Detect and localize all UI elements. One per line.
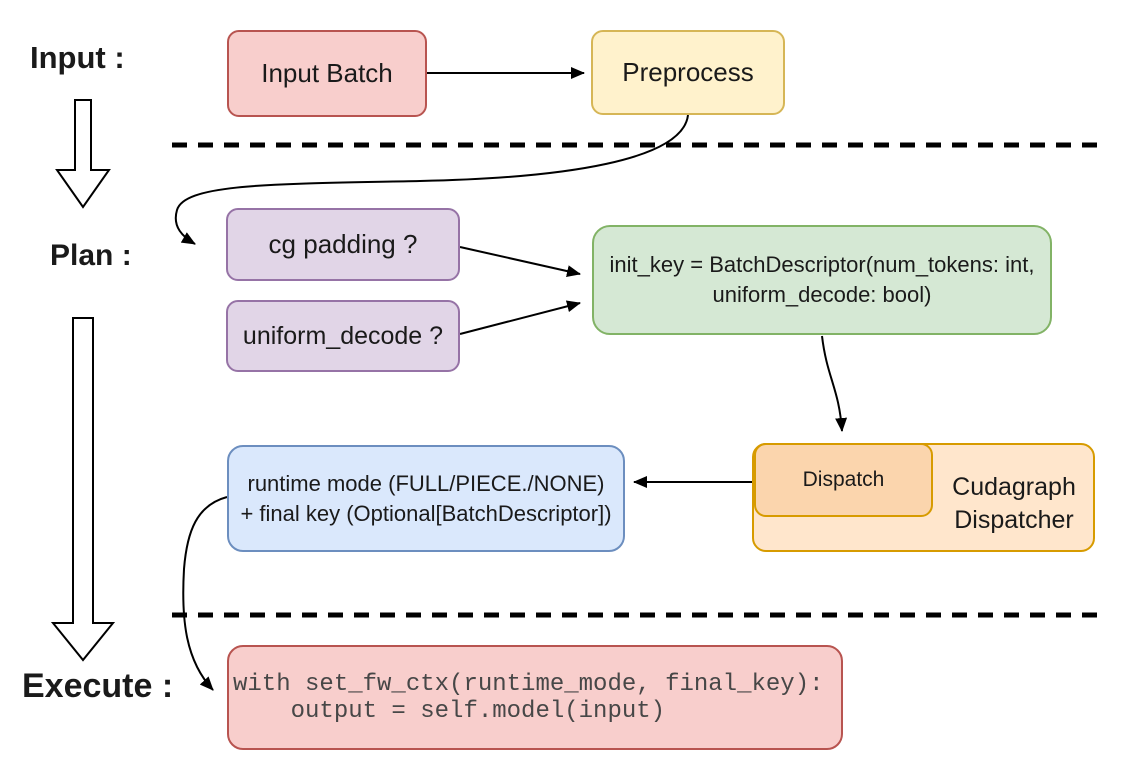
execute-stage-label: Execute :: [22, 667, 174, 705]
cg-padding-label: cg padding ?: [268, 229, 418, 259]
runtime-mode-line2: + final key (Optional[BatchDescriptor]): [240, 500, 612, 526]
execute-code-node: with set_fw_ctx(runtime_mode, final_key)…: [227, 645, 843, 750]
input-stage-arrow-icon: [55, 99, 111, 209]
plan-stage-label: Plan :: [50, 239, 132, 272]
connector-init-key-to-dispatch: [821, 335, 848, 432]
uniform-decode-label: uniform_decode ?: [242, 321, 444, 350]
input-batch-label: Input Batch: [261, 58, 393, 88]
init-key-line1: init_key = BatchDescriptor(num_tokens: i…: [609, 252, 1035, 277]
connector-cg-padding-to-init-key: [459, 246, 581, 277]
dispatch-label: Dispatch: [802, 468, 885, 491]
connector-preprocess-to-cg-padding: [174, 114, 689, 245]
connector-uniform-decode-to-init-key: [459, 300, 581, 335]
cg-padding-node: cg padding ?: [226, 208, 460, 281]
input-stage-label: Input :: [30, 40, 125, 75]
connectors: [174, 67, 848, 691]
preprocess-label: Preprocess: [622, 57, 754, 87]
connector-runtime-mode-to-execute-code: [182, 496, 228, 691]
init-key-node: init_key = BatchDescriptor(num_tokens: i…: [592, 225, 1052, 335]
runtime-mode-line1: runtime mode (FULL/PIECE./NONE): [247, 470, 605, 496]
plan-stage-arrow-icon: [50, 317, 116, 662]
input-batch-node: Input Batch: [227, 30, 427, 117]
init-key-line2: uniform_decode: bool): [712, 282, 932, 307]
execute-code-line1: with set_fw_ctx(runtime_mode, final_key)…: [233, 670, 824, 698]
execute-code-line2: output = self.model(input): [233, 697, 666, 725]
uniform-decode-node: uniform_decode ?: [226, 300, 460, 372]
dispatch-node: Dispatch: [754, 443, 933, 517]
preprocess-node: Preprocess: [591, 30, 785, 115]
runtime-mode-node: runtime mode (FULL/PIECE./NONE) + final …: [227, 445, 625, 552]
cudagraph-dispatcher-label: Cudagraph Dispatcher: [952, 473, 1076, 534]
